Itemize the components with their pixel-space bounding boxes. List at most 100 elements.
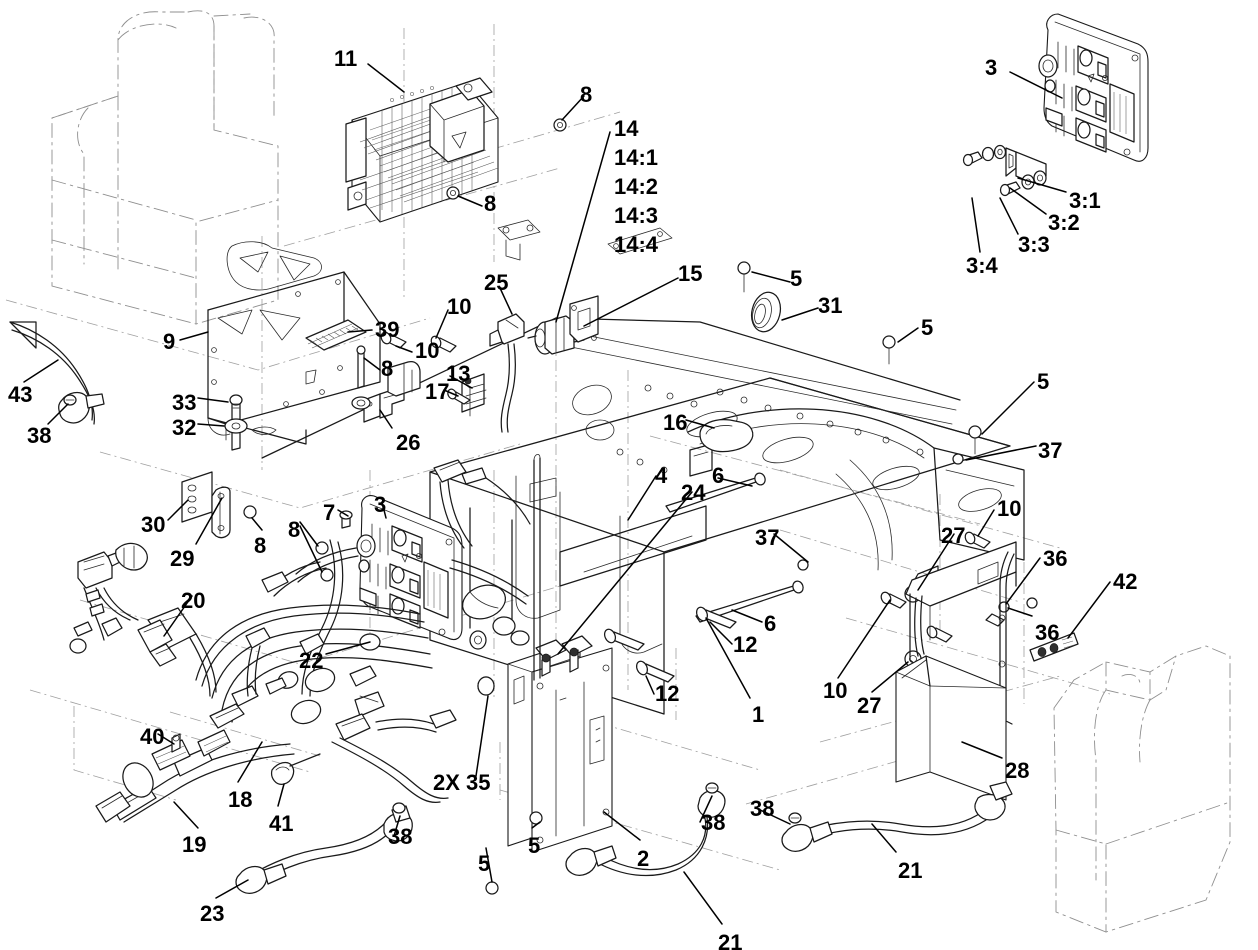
- battery-cable-item21-right: [781, 781, 1013, 852]
- callout-3-4: 3:4: [966, 253, 998, 278]
- callout-39: 39: [375, 317, 400, 342]
- battery-and-tray: [895, 541, 1017, 801]
- module-item20: [69, 617, 177, 667]
- switch-item25: [489, 313, 525, 433]
- panel-fasteners: [962, 144, 1047, 197]
- callout-3-2: 3:2: [1048, 210, 1080, 235]
- ground-strap-item43: [9, 321, 105, 425]
- callout-5: 5: [921, 315, 934, 340]
- callout-24: 24: [681, 480, 706, 505]
- leader-lines: [23, 63, 1111, 925]
- callout-21: 21: [718, 930, 743, 950]
- callout-5: 5: [478, 851, 491, 876]
- callout-16: 16: [663, 410, 688, 435]
- callout-3: 3: [374, 492, 387, 517]
- callout-42: 42: [1113, 569, 1138, 594]
- plug-cap-item16: [699, 418, 754, 453]
- harness-panel-leads: [295, 459, 531, 646]
- callout-41: 41: [269, 811, 294, 836]
- module-item2: [507, 635, 613, 853]
- battery-cover-item: [387, 360, 421, 397]
- callout-14: 14: [614, 116, 639, 141]
- callout-30: 30: [141, 512, 166, 537]
- callout-33: 33: [172, 390, 197, 415]
- callout-14-2: 14:2: [614, 174, 659, 199]
- fuse-strip-item39: [305, 319, 367, 351]
- callout-8: 8: [381, 356, 394, 381]
- callout-1: 1: [752, 702, 765, 727]
- callout-10: 10: [415, 338, 440, 363]
- callout-19: 19: [182, 832, 207, 857]
- callout-2x-35: 2X 35: [433, 770, 491, 795]
- callout-9: 9: [163, 329, 176, 354]
- callout-21: 21: [898, 858, 923, 883]
- wire-harness-main: [73, 539, 457, 823]
- callout-7: 7: [323, 500, 336, 525]
- callout-10: 10: [823, 678, 848, 703]
- callout-40: 40: [140, 724, 165, 749]
- callout-27: 27: [857, 693, 882, 718]
- relay-item13: [461, 373, 487, 417]
- hardware-group: [224, 118, 1038, 895]
- battery-tray-item9: [207, 241, 381, 445]
- callout-37: 37: [755, 525, 780, 550]
- callout-8: 8: [288, 517, 301, 542]
- callout-36: 36: [1035, 620, 1060, 645]
- callout-32: 32: [172, 415, 197, 440]
- callout-11: 11: [334, 46, 358, 71]
- callout-3: 3: [985, 55, 998, 80]
- callout-5: 5: [1037, 369, 1050, 394]
- callout-27: 27: [941, 523, 966, 548]
- callout-13: 13: [446, 361, 471, 386]
- callout-2: 2: [637, 846, 650, 871]
- callout-3-1: 3:1: [1069, 188, 1101, 213]
- grommet-item31: [750, 291, 782, 333]
- callout-14-3: 14:3: [614, 203, 659, 228]
- phantom-hood-right: [1053, 645, 1231, 933]
- callout-8: 8: [484, 191, 497, 216]
- callout-5: 5: [528, 833, 541, 858]
- bracket-item29-30: [181, 471, 231, 539]
- callout-14-1: 14:1: [614, 145, 659, 170]
- callout-12: 12: [733, 632, 758, 657]
- battery-cable-item23: [235, 802, 413, 894]
- callout-6: 6: [712, 463, 725, 488]
- callout-38: 38: [701, 810, 726, 835]
- callout-10: 10: [997, 496, 1022, 521]
- heat-sink-fins: [359, 82, 498, 216]
- callout-28: 28: [1005, 758, 1030, 783]
- callout-12: 12: [655, 681, 680, 706]
- ecu-controller: [345, 77, 499, 223]
- callout-4: 4: [655, 463, 668, 488]
- callout-6: 6: [764, 611, 777, 636]
- decal-item42: [1029, 632, 1079, 662]
- callout-8: 8: [580, 82, 593, 107]
- callout-5: 5: [790, 266, 803, 291]
- callout-36: 36: [1043, 546, 1068, 571]
- callout-10: 10: [447, 294, 472, 319]
- callout-14-4: 14:4: [614, 232, 659, 257]
- callout-3-3: 3:3: [1018, 232, 1050, 257]
- callout-43: 43: [8, 382, 33, 407]
- callout-15: 15: [678, 261, 703, 286]
- callout-25: 25: [484, 270, 509, 295]
- control-panel-main: [356, 495, 463, 641]
- callout-17: 17: [425, 379, 450, 404]
- callout-26: 26: [396, 430, 421, 455]
- key-plate-item15: [569, 295, 599, 343]
- callout-18: 18: [228, 787, 253, 812]
- callout-20: 20: [181, 588, 206, 613]
- callout-23: 23: [200, 901, 225, 926]
- callout-8: 8: [254, 533, 267, 558]
- callout-38: 38: [27, 423, 52, 448]
- callout-38: 38: [388, 824, 413, 849]
- callout-37: 37: [1038, 438, 1063, 463]
- control-panel-top: [1038, 13, 1149, 162]
- callout-31: 31: [818, 293, 843, 318]
- callout-38: 38: [750, 796, 775, 821]
- callout-22: 22: [299, 648, 324, 673]
- callout-29: 29: [170, 546, 195, 571]
- phantom-hood-left: [51, 10, 279, 325]
